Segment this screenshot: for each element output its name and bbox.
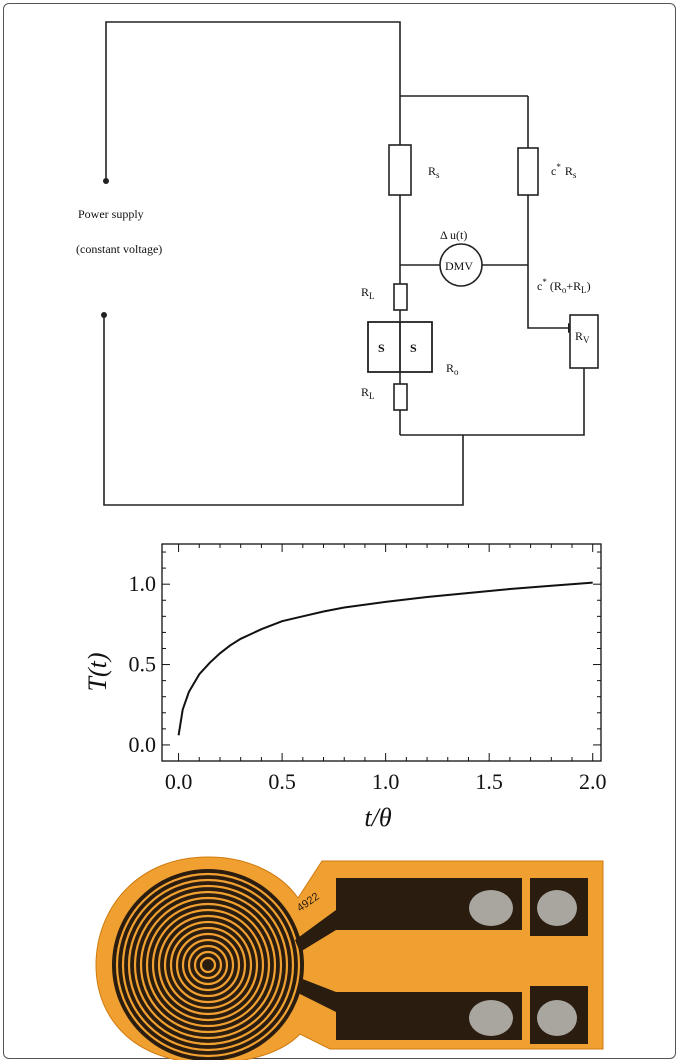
y-tick-label: 0.5: [129, 652, 157, 677]
ro-label: R: [446, 361, 454, 375]
x-tick-label: 0.5: [268, 769, 296, 794]
x-tick-label: 1.0: [372, 769, 400, 794]
solder-pad: [537, 1000, 577, 1036]
svg-text:c*Rs: c*Rs: [551, 162, 577, 180]
series-line: [177, 581, 593, 736]
x-tick-label: 0.0: [165, 769, 193, 794]
figure-frame: [3, 3, 676, 1059]
plot-frame: [161, 543, 602, 762]
response-chart: 0.0 0.5 1.0 1.5 2.0 0.0 0.5 1.0 t/θ T(t): [83, 543, 607, 830]
svg-text:RL: RL: [361, 385, 375, 401]
x-axis-label: t/θ: [364, 803, 391, 830]
dmv-label: DMV: [445, 259, 473, 273]
x-tick-label: 2.0: [579, 769, 607, 794]
terminal-dot: [103, 178, 109, 184]
solder-pad: [469, 890, 513, 926]
rl-bottom-label: R: [361, 385, 369, 399]
resistor-rs: [388, 144, 412, 196]
y-axis-label: T(t): [83, 653, 112, 692]
y-tick-label: 1.0: [129, 571, 157, 596]
svg-text:Ro: Ro: [446, 361, 459, 377]
x-tick-label: 1.5: [475, 769, 503, 794]
svg-text:Rs: Rs: [428, 164, 440, 180]
spiral-pattern: [115, 872, 301, 1058]
rl-top-label: R: [361, 285, 369, 299]
rs2-prefix: c: [551, 164, 556, 178]
rv-formula: c* (Ro+RL): [537, 277, 591, 295]
s-right-label: S: [410, 341, 417, 355]
power-supply-sub: (constant voltage): [76, 242, 162, 256]
resistor-rs-scaled: [517, 147, 539, 196]
solder-pad: [537, 890, 577, 926]
resistor-rl-top: [393, 283, 408, 311]
solder-pad: [469, 1000, 513, 1036]
resistor-rv: [569, 314, 599, 369]
resistor-rl-bottom: [393, 383, 408, 411]
s-left-label: S: [378, 341, 385, 355]
svg-text:RL: RL: [361, 285, 375, 301]
svg-text:RV: RV: [575, 329, 590, 345]
power-supply-label: Power supply: [78, 207, 144, 221]
y-tick-label: 0.0: [129, 732, 157, 757]
sensor-photo: 4922: [95, 856, 604, 1060]
delta-u-label: Δ u(t): [440, 228, 467, 242]
circuit-diagram: Power supply (constant voltage) Rs c*Rs …: [76, 21, 599, 506]
rs-label: R: [428, 164, 436, 178]
dmv-meter: [439, 243, 483, 287]
lead-trace-top: [295, 910, 522, 952]
terminal-dot: [101, 312, 107, 318]
rv-label: R: [575, 329, 583, 343]
